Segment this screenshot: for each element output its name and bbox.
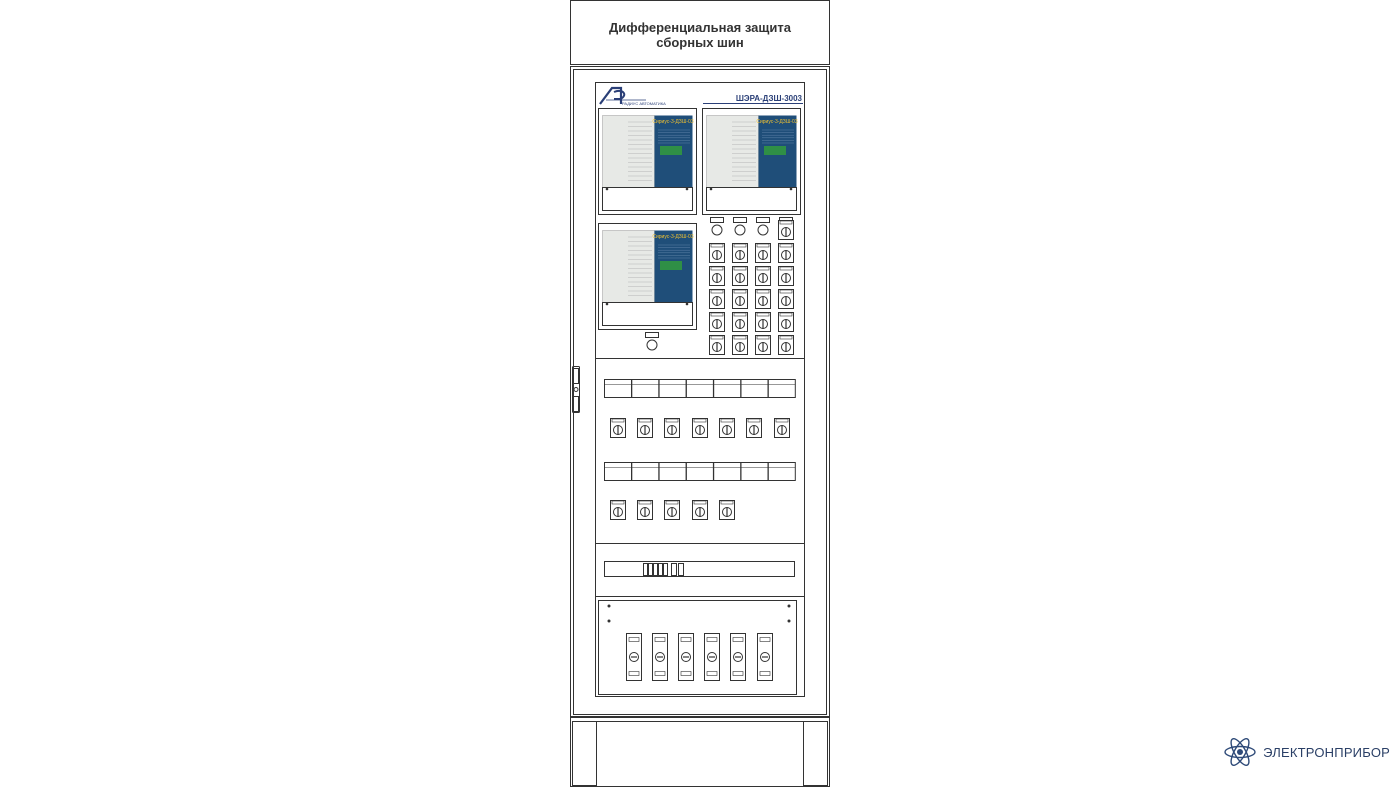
vendor-logo	[599, 86, 646, 105]
rotary-switch[interactable]	[746, 418, 762, 438]
fuse-holder[interactable]	[604, 379, 632, 398]
rotary-switch[interactable]	[778, 335, 794, 355]
circuit-breaker[interactable]	[757, 633, 773, 681]
fuse-holder[interactable]	[713, 379, 742, 398]
mounting-screw	[607, 604, 611, 608]
rotary-switch[interactable]	[774, 418, 790, 438]
fuse-holder[interactable]	[767, 379, 796, 398]
rotary-switch[interactable]	[778, 243, 794, 263]
rotary-switch[interactable]	[637, 418, 653, 438]
electronpribor-brand: ЭЛЕКТРОНПРИБОР	[1223, 735, 1390, 769]
cabinet-body	[570, 66, 830, 717]
rotary-switch[interactable]	[755, 243, 771, 263]
circuit-breaker[interactable]	[704, 633, 720, 681]
mounting-screw	[607, 619, 611, 623]
rotary-switch[interactable]	[692, 418, 708, 438]
fuse-holder[interactable]	[740, 462, 769, 481]
fuse-holder[interactable]	[740, 379, 769, 398]
cabinet-model-label: ШЭРА-ДЗШ-3003	[736, 94, 803, 103]
fuse-holder[interactable]	[658, 379, 687, 398]
rotary-switch[interactable]	[709, 243, 725, 263]
rotary-switch[interactable]	[610, 418, 626, 438]
fuse-holder[interactable]	[685, 379, 714, 398]
relay-terminal: Сириус-3-ДЗШ-03	[598, 108, 697, 215]
relay-label: Сириус-3-ДЗШ-03	[652, 119, 693, 125]
inner-panel	[595, 82, 805, 697]
rotary-switch[interactable]	[755, 289, 771, 309]
fuse-holder[interactable]	[631, 379, 660, 398]
indicator-lamp	[645, 332, 659, 351]
rotary-switch[interactable]	[732, 289, 748, 309]
rotary-switch[interactable]	[709, 266, 725, 286]
relay-display	[660, 261, 682, 270]
fuse-holder[interactable]	[658, 462, 687, 481]
rotary-switch[interactable]	[732, 266, 748, 286]
rotary-switch[interactable]	[778, 289, 794, 309]
fuse-holder[interactable]	[767, 462, 796, 481]
relay-display	[764, 146, 786, 155]
rotary-switch[interactable]	[778, 220, 794, 240]
rotary-switch[interactable]	[778, 266, 794, 286]
rotary-switch[interactable]	[732, 312, 748, 332]
rotary-switch[interactable]	[692, 500, 708, 520]
cabinet-title-line1: Дифференциальная защита	[609, 20, 792, 35]
relay-terminal: Сириус-3-ДЗШ-03	[598, 223, 697, 330]
rotary-switch[interactable]	[719, 418, 735, 438]
rotary-switch[interactable]	[755, 312, 771, 332]
cabinet-title-line2: сборных шин	[656, 35, 743, 50]
rotary-switch[interactable]	[732, 243, 748, 263]
rotary-switch[interactable]	[664, 418, 680, 438]
circuit-breaker[interactable]	[678, 633, 694, 681]
rotary-switch[interactable]	[709, 312, 725, 332]
fuse-holder[interactable]	[685, 462, 714, 481]
rotary-switch[interactable]	[637, 500, 653, 520]
fuse-holder[interactable]	[604, 462, 632, 481]
relay-label: Сириус-3-ДЗШ-03	[652, 234, 693, 240]
atom-icon	[1224, 738, 1256, 766]
relay-terminal: Сириус-3-ДЗШ-03	[702, 108, 801, 215]
circuit-breaker[interactable]	[626, 633, 642, 681]
rotary-switch[interactable]	[664, 500, 680, 520]
terminal-strip	[604, 561, 795, 577]
indicator-lamp	[756, 217, 770, 236]
fuse-holder[interactable]	[713, 462, 742, 481]
rotary-switch[interactable]	[755, 335, 771, 355]
rotary-switch[interactable]	[778, 312, 794, 332]
circuit-breaker[interactable]	[730, 633, 746, 681]
fuse-holder[interactable]	[631, 462, 660, 481]
mounting-screw	[787, 619, 791, 623]
vendor-logo-text: РАДИУС АВТОМАТИКА	[622, 101, 666, 106]
indicator-lamp	[710, 217, 724, 236]
rotary-switch[interactable]	[610, 500, 626, 520]
door-handle[interactable]	[572, 366, 580, 413]
rotary-switch[interactable]	[755, 266, 771, 286]
relay-label: Сириус-3-ДЗШ-03	[756, 119, 797, 125]
terminal-blocks	[643, 563, 684, 576]
circuit-breaker[interactable]	[652, 633, 668, 681]
rotary-switch[interactable]	[732, 335, 748, 355]
rotary-switch[interactable]	[709, 289, 725, 309]
rotary-switch[interactable]	[709, 335, 725, 355]
title-plate	[570, 0, 830, 65]
mounting-screw	[787, 604, 791, 608]
brand-name: ЭЛЕКТРОНПРИБОР	[1263, 744, 1390, 760]
relay-display	[660, 146, 682, 155]
rotary-switch[interactable]	[719, 500, 735, 520]
cabinet-plinth	[570, 717, 830, 787]
indicator-lamp	[733, 217, 747, 236]
breaker-panel	[598, 600, 797, 695]
